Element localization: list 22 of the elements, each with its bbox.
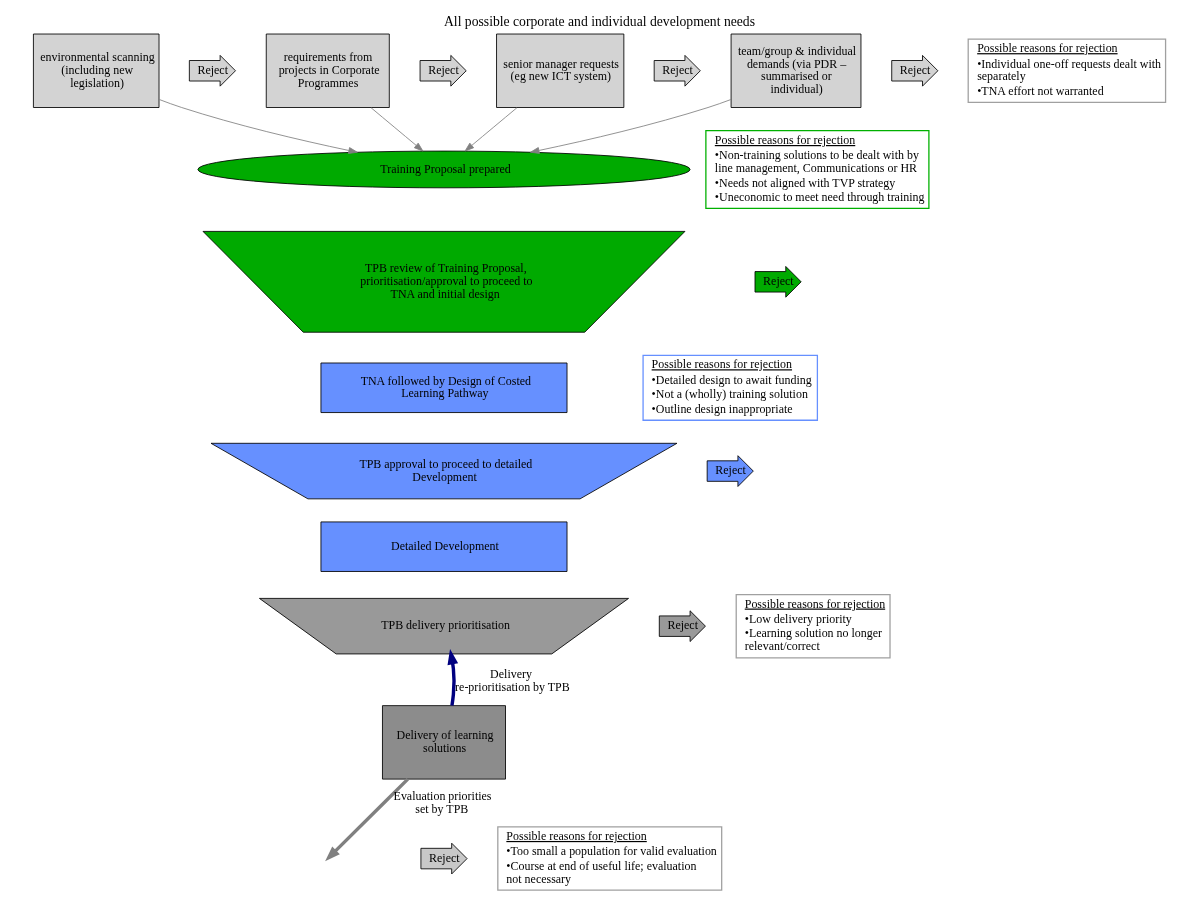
node-box: Possible reasons for rejection •Detailed design to await funding •Not a (wholly) training solution •Outline design inappropriate — [642, 354, 819, 421]
node-box: Possible reasons for rejection •Too small a population for valid evaluation •Course at end of useful life; evaluation not necessary — [497, 826, 723, 891]
node-box: Possible reasons for rejection •Non-training solutions to be dealt with by line management, Communications or HR •Needs not aligned with TVP strategy •Uneconomic to meet need through training — [705, 129, 930, 209]
node-box: requirements from projects in Corporate Programmes — [265, 33, 390, 108]
node-box: Possible reasons for rejection •Individual one-off requests dealt with separately •TNA effort not warranted — [967, 38, 1167, 103]
arrow — [370, 107, 424, 152]
node-box: senior manager requests (eg new ICT system) — [496, 33, 625, 108]
arrow — [447, 649, 459, 706]
node-box: Detailed Development — [320, 521, 568, 572]
arrow — [464, 107, 518, 152]
arrow — [158, 99, 358, 154]
node-box: environmental scanning (including new legislation) — [33, 33, 160, 108]
arrow — [530, 99, 732, 154]
node-box: team/group & individual demands (via PDR – summarised or individual) — [730, 33, 862, 108]
arrow — [325, 777, 409, 862]
edge-label: Evaluation priorities set by TPB — [393, 788, 492, 816]
node-box: Possible reasons for rejection •Low delivery priority •Learning solution no longer relevant/correct — [735, 593, 891, 659]
node-box: TNA followed by Design of Costed Learning Pathway — [320, 362, 568, 413]
diagram-title: All possible corporate and individual development needs — [444, 14, 755, 30]
node-ellipse: Training Proposal prepared — [197, 150, 691, 189]
edge-label: Delivery re-prioritisation by TPB — [455, 667, 570, 695]
node-box: Delivery of learning solutions — [382, 705, 506, 780]
